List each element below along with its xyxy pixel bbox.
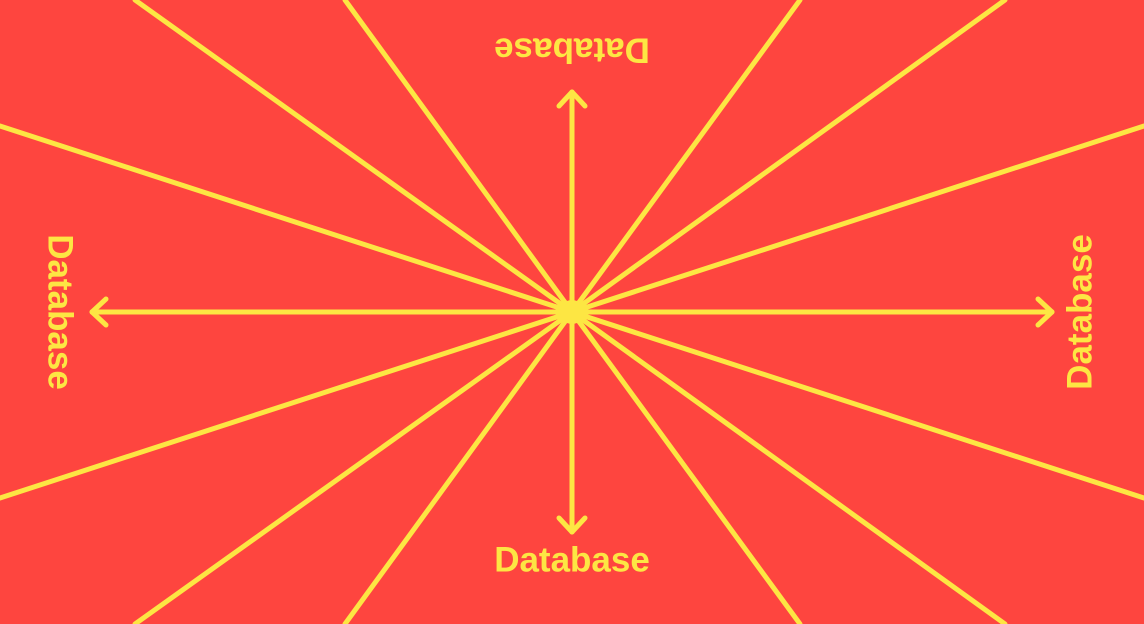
ray — [569, 309, 1144, 501]
label-right: Database — [1061, 234, 1100, 390]
ray — [132, 0, 575, 315]
arrowhead-left — [89, 296, 109, 328]
label-top: Database — [494, 31, 650, 70]
ray — [0, 123, 575, 315]
ray — [569, 309, 803, 624]
ray — [569, 123, 1144, 315]
ray — [569, 309, 1008, 624]
ray — [0, 309, 575, 501]
arrowhead-up — [556, 89, 588, 109]
axis-arrows — [89, 89, 1055, 535]
arrowhead-right — [1035, 296, 1055, 328]
center-hub — [560, 300, 584, 324]
ray — [569, 0, 803, 315]
arrowhead-down — [556, 515, 588, 535]
label-left: Database — [41, 234, 80, 390]
ray — [342, 309, 575, 624]
ray — [569, 0, 1008, 315]
ray — [342, 0, 575, 315]
ray — [132, 309, 575, 624]
label-bottom: Database — [494, 541, 650, 580]
